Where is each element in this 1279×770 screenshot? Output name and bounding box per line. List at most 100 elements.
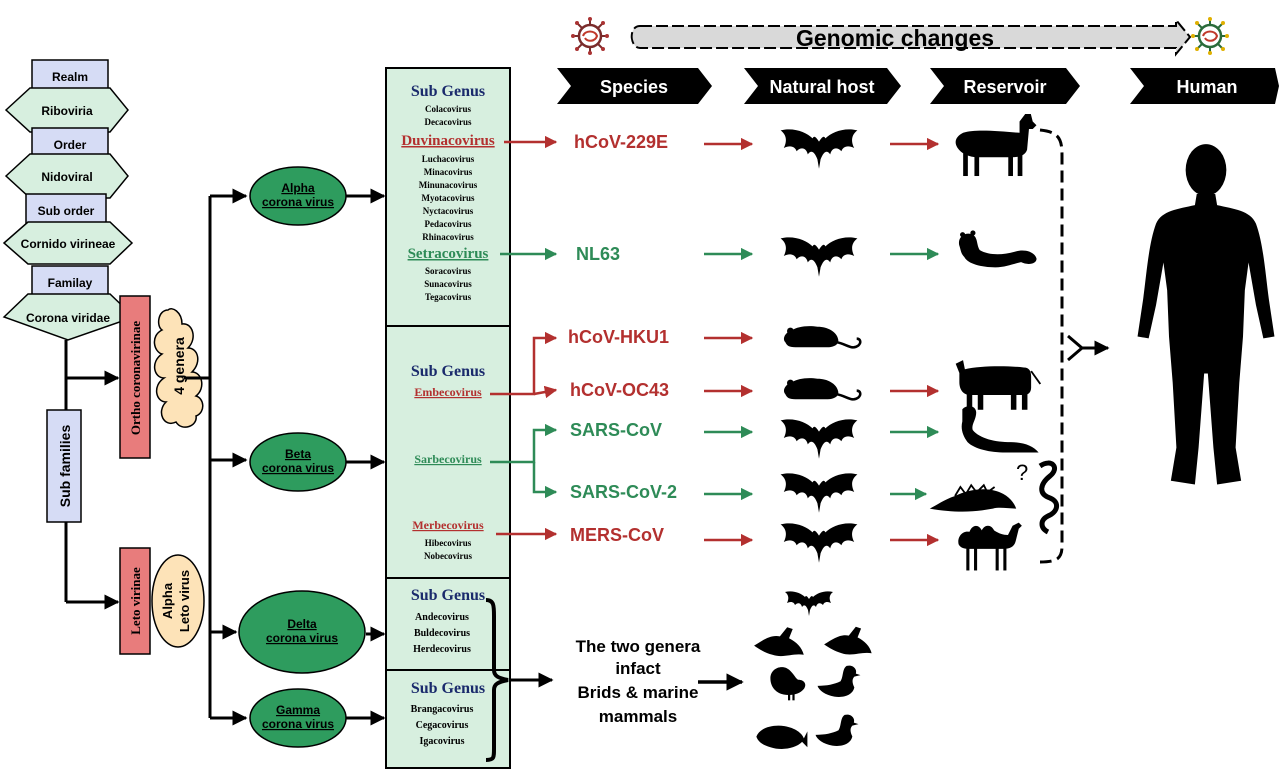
realm-box xyxy=(4,87,129,133)
duck-icon xyxy=(815,714,859,746)
species-229e: hCoV-229E xyxy=(574,132,668,152)
gamma-genus-label-2: corona virus xyxy=(262,717,334,731)
subgenus-item: Tegacovirus xyxy=(425,292,472,302)
rat-icon xyxy=(782,324,862,349)
alpha-genus-label-2: corona virus xyxy=(262,195,334,209)
ortho-coronavirinae-label: Ortho coronavirinae xyxy=(128,321,143,435)
camel-icon xyxy=(958,522,1022,571)
species-nl63: NL63 xyxy=(576,244,620,264)
subgenus-panel xyxy=(385,67,511,769)
subgenus-item: Buldecovirus xyxy=(414,628,470,639)
turkey-icon xyxy=(770,667,806,701)
subgenus-item: Igacovirus xyxy=(420,736,465,747)
family-name: Corona viridae xyxy=(26,311,110,325)
gamma-subgenus-heading: Sub Genus xyxy=(411,680,485,697)
leto-virinae-box xyxy=(119,547,151,655)
bat-icon xyxy=(780,419,858,459)
alpha-genus-label-1: Alpha xyxy=(281,181,315,195)
subgenus-item: Pedacovirus xyxy=(425,219,472,229)
subgenus-item: Nobecovirus xyxy=(424,551,472,561)
beta-coronavirus-oval xyxy=(249,432,347,492)
subgenus-duvinacovirus: Duvinacovirus xyxy=(401,133,495,149)
alpaca-icon xyxy=(955,113,1037,177)
header-species: Species xyxy=(557,68,712,104)
cow-icon xyxy=(954,359,1042,411)
beta-subgenus-heading: Sub Genus xyxy=(411,363,485,380)
subgenus-item: Andecovirus xyxy=(415,612,469,623)
birds-text-3: Brids & marine xyxy=(578,683,699,702)
genomic-changes-arrow xyxy=(630,17,1192,57)
suborder-box xyxy=(2,221,134,265)
rat-icon xyxy=(782,376,862,401)
species-hku1: hCoV-HKU1 xyxy=(568,327,669,347)
svg-text:Reservoir: Reservoir xyxy=(963,77,1046,97)
subgenus-item: Sunacovirus xyxy=(424,279,472,289)
genomic-changes-title: Genomic changes xyxy=(796,25,994,51)
bat-icon xyxy=(780,523,858,563)
ortho-coronavirinae-box xyxy=(119,295,151,459)
family-label-box xyxy=(31,265,109,299)
species-mers-cov: MERS-CoV xyxy=(570,525,664,545)
eagle-icon xyxy=(754,627,804,657)
pangolin-icon xyxy=(928,484,1018,513)
whale-icon xyxy=(756,725,808,749)
subfamilies-label: Sub families xyxy=(57,425,73,508)
species-sars-cov: SARS-CoV xyxy=(570,420,662,440)
suborder-label: Sub order xyxy=(38,204,95,218)
subgenus-item: Cegacovirus xyxy=(416,720,469,731)
snake-icon xyxy=(1038,460,1059,535)
header-reservoir: Reservoir xyxy=(930,68,1080,104)
order-label: Order xyxy=(54,138,87,152)
alpha-leto-virus-oval xyxy=(151,554,205,648)
subgenus-item: Minacovirus xyxy=(424,167,473,177)
order-name: Nidoviral xyxy=(41,170,92,184)
to-human-bracket xyxy=(1039,128,1064,564)
gamma-coronavirus-oval xyxy=(249,688,347,748)
subfamilies-box xyxy=(46,409,82,523)
birds-text-1: The two genera xyxy=(576,637,701,656)
genera-brace xyxy=(485,598,509,762)
gamma-genus-label-1: Gamma xyxy=(276,703,320,717)
svg-text:Natural host: Natural host xyxy=(769,77,874,97)
subgenus-sarbecovirus: Sarbecovirus xyxy=(414,452,482,466)
suborder-name: Cornido virineae xyxy=(21,237,116,251)
delta-genus-label-1: Delta xyxy=(287,617,317,631)
beta-genus-label-2: corona virus xyxy=(262,461,334,475)
subgenus-item: Myotacovirus xyxy=(422,193,475,203)
birds-text-2: infact xyxy=(615,659,661,678)
alpha-leto-label-2: Leto virus xyxy=(177,570,192,632)
svg-text:Human: Human xyxy=(1176,77,1237,97)
subgenus-item: Herdecovirus xyxy=(413,644,471,655)
bat-icon xyxy=(780,237,858,277)
question-mark: ? xyxy=(1016,460,1028,485)
civet-icon xyxy=(961,406,1039,453)
subgenus-item: Nyctacovirus xyxy=(423,206,474,216)
human-silhouette-icon xyxy=(1137,144,1275,485)
subgenus-item: Hibecovirus xyxy=(425,538,472,548)
subgenus-item: Colacovirus xyxy=(425,104,471,114)
header-natural-host: Natural host xyxy=(744,68,901,104)
delta-genus-label-2: corona virus xyxy=(266,631,338,645)
subgenus-item: Luchacovirus xyxy=(422,154,475,164)
virus-icon xyxy=(570,16,610,56)
subgenus-setracovirus: Setracovirus xyxy=(408,246,489,262)
header-human: Human xyxy=(1130,68,1279,104)
species-sars-cov-2: SARS-CoV-2 xyxy=(570,482,677,502)
realm-label: Realm xyxy=(52,70,88,84)
realm-label-box xyxy=(31,59,109,93)
leto-virinae-label: Leto virinae xyxy=(128,567,143,635)
subgenus-item: Rhinacovirus xyxy=(422,232,474,242)
suborder-label-box xyxy=(25,193,107,227)
subgenus-item: Minunacovirus xyxy=(419,180,478,190)
ferret-icon xyxy=(958,230,1037,268)
subgenus-embecovirus: Embecovirus xyxy=(414,385,482,399)
bat-icon xyxy=(780,129,858,169)
alpha-coronavirus-oval xyxy=(249,166,347,226)
svg-text:Species: Species xyxy=(600,77,668,97)
bat-icon xyxy=(780,473,858,513)
species-oc43: hCoV-OC43 xyxy=(570,380,669,400)
delta-coronavirus-oval xyxy=(238,590,366,674)
delta-subgenus-heading: Sub Genus xyxy=(411,587,485,604)
alpha-subgenus-heading: Sub Genus xyxy=(411,83,485,100)
